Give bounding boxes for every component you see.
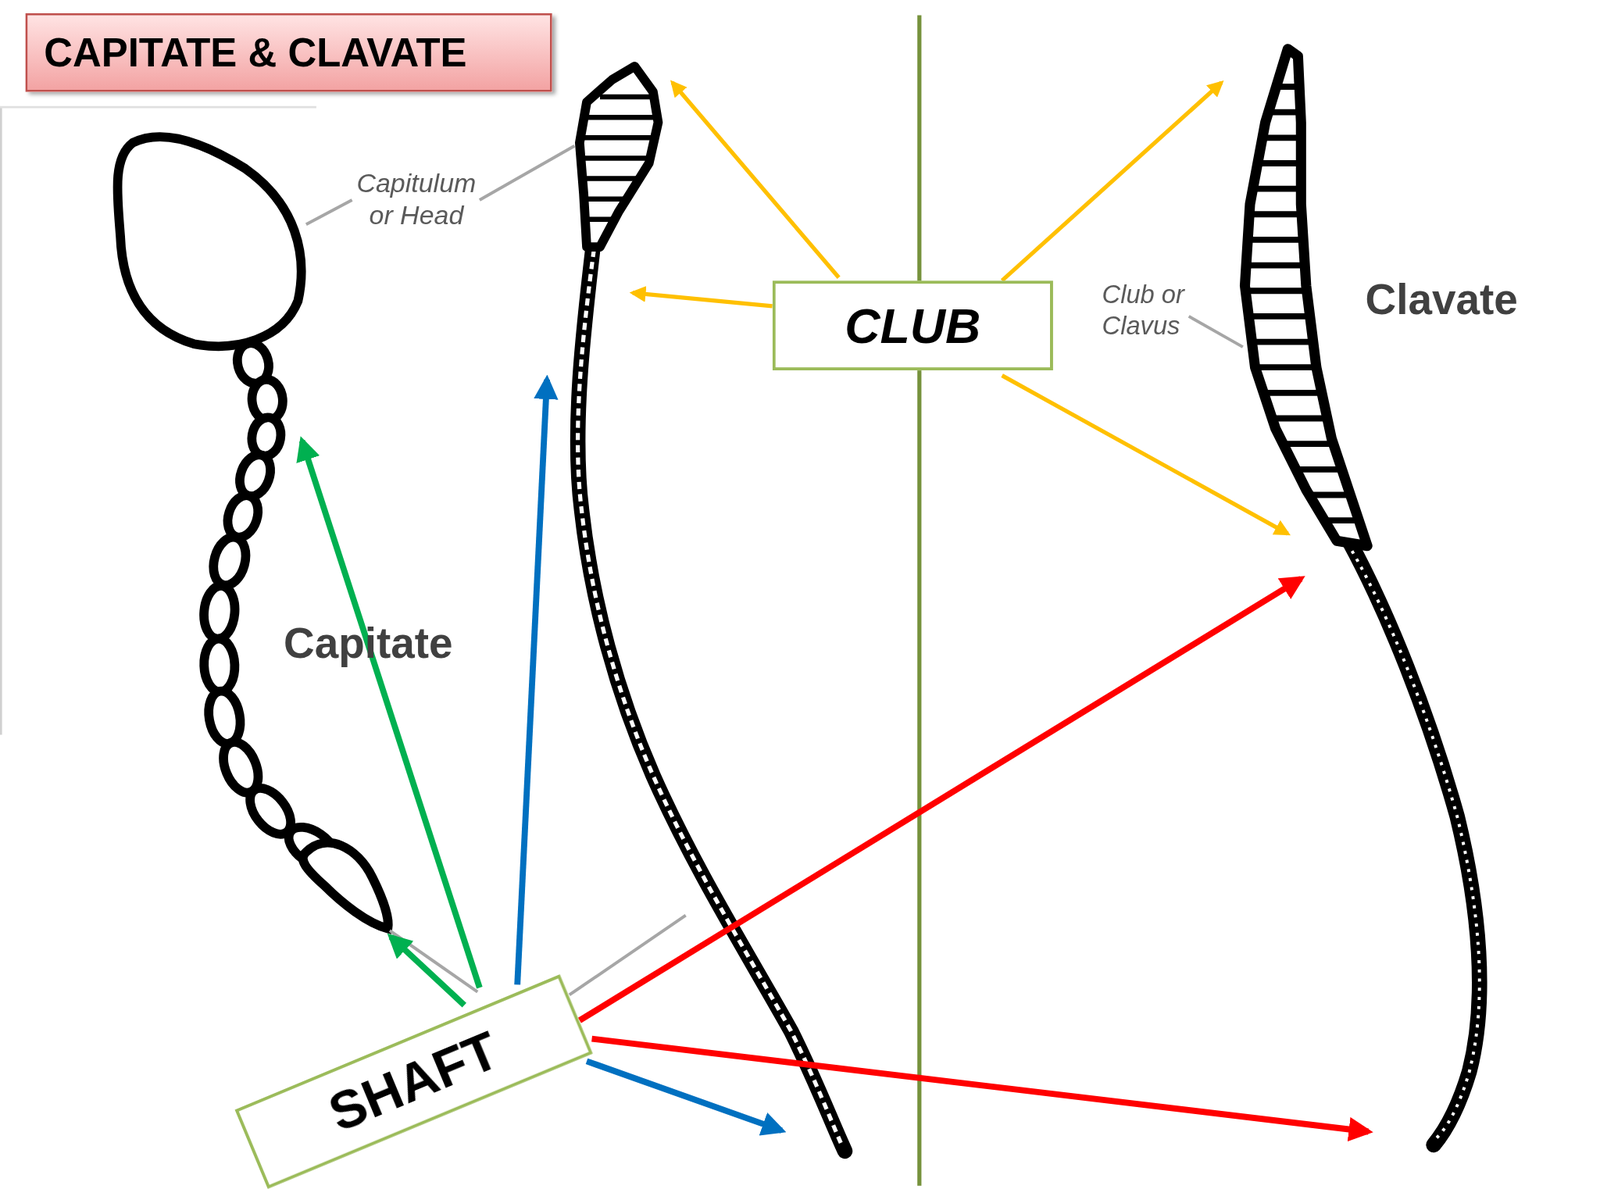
- node-label: CLUB: [844, 297, 981, 354]
- part-name: Capitulum or Head: [344, 167, 488, 233]
- title-box: CAPITATE & CLAVATE: [25, 13, 553, 93]
- shaft-box: SHAFT: [234, 974, 593, 1189]
- divider-line: [917, 15, 922, 1186]
- node-label: SHAFT: [319, 1019, 507, 1144]
- type-name: Capitate: [283, 617, 518, 670]
- frame-line: [0, 106, 317, 109]
- clavate-antenna: [578, 66, 846, 1151]
- part-name: Club or Clavus: [1102, 278, 1205, 342]
- leader-line: [306, 146, 1243, 996]
- pointer-arrow: [632, 82, 1289, 534]
- clavate-antenna: [1244, 49, 1479, 1146]
- club-box: CLUB: [772, 280, 1054, 371]
- title-text: CAPITATE & CLAVATE: [43, 30, 467, 75]
- type-name: Clavate: [1365, 273, 1590, 326]
- capitate-antenna: [117, 136, 388, 929]
- frame-line: [0, 107, 3, 735]
